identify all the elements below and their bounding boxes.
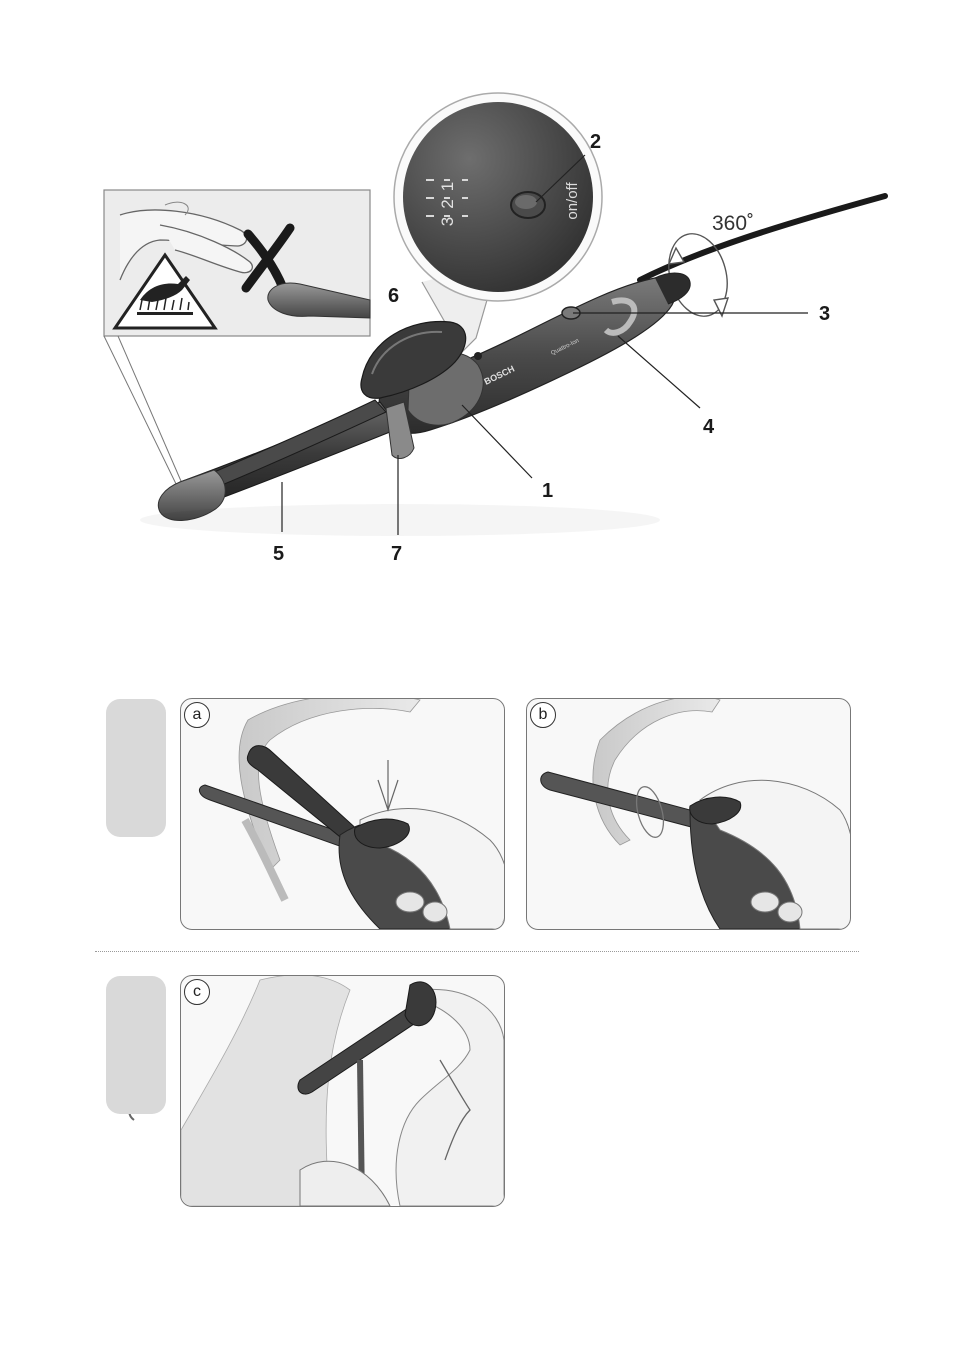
step-a-panel — [180, 698, 505, 930]
callout-4: 4 — [703, 416, 714, 439]
callout-6: 6 — [388, 285, 399, 308]
dotted-divider — [95, 951, 859, 952]
power-cord — [640, 196, 885, 280]
spiral-curl-tab — [106, 699, 166, 837]
step-b-panel — [526, 698, 851, 930]
callout-3: 3 — [819, 303, 830, 326]
step-b-label: b — [530, 702, 556, 728]
callout-5: 5 — [273, 543, 284, 566]
wave-curl-tab — [106, 976, 166, 1114]
rotation-label: 360˚ — [712, 212, 754, 236]
step-c-panel — [180, 975, 505, 1207]
callout-7: 7 — [391, 543, 402, 566]
on-off-label: on/off — [564, 161, 586, 241]
callout-2: 2 — [590, 131, 601, 154]
level-3-label: 3 — [438, 209, 457, 226]
step-a-label: a — [184, 702, 210, 728]
callout-1: 1 — [542, 480, 553, 503]
switch-scale: 321 — [438, 160, 478, 240]
level-2-label: 2 — [438, 191, 457, 208]
level-1-label: 1 — [438, 174, 457, 191]
step-c-label: c — [184, 979, 210, 1005]
